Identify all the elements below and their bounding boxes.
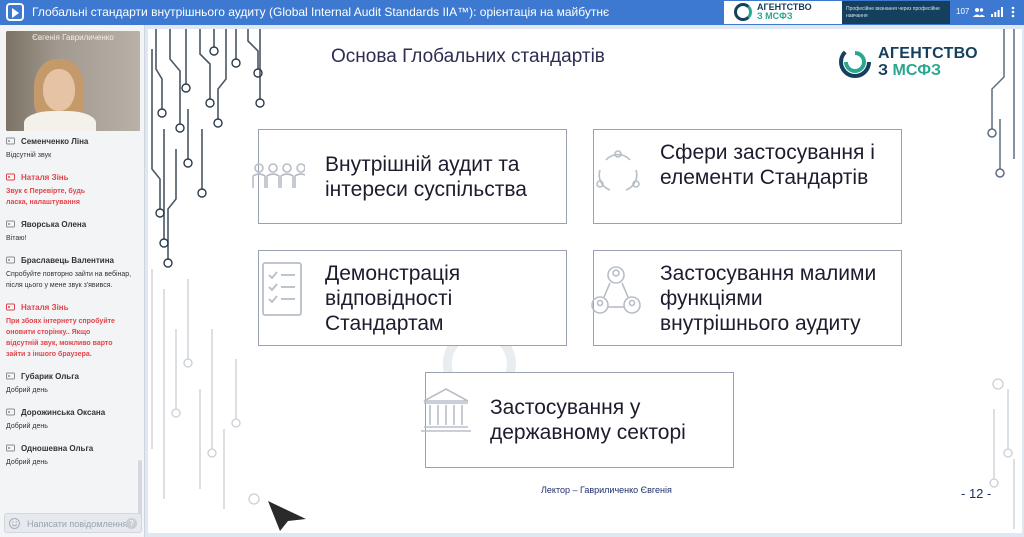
cycle-icon: [596, 150, 640, 191]
agency-logo-icon: [839, 46, 871, 78]
agency-logo-icon: [734, 3, 752, 21]
chat-user-icon: [6, 408, 15, 416]
chat-user-icon: [6, 303, 15, 311]
banner-name: АГЕНТСТВО З МСФЗ: [757, 3, 812, 21]
logo-line2: З МСФЗ: [878, 62, 941, 80]
chat-scrollbar[interactable]: [138, 460, 142, 520]
card-text: Застосування у державному секторі: [490, 396, 686, 444]
chat-message-header: Одношевна Ольга: [6, 444, 136, 453]
emoji-icon[interactable]: [9, 518, 20, 529]
page-number: - 12 -: [961, 486, 992, 501]
speaker-video[interactable]: Євгенія Гавриличенко: [6, 31, 140, 131]
chat-message: Дорожинська Оксана Добрий день: [6, 408, 136, 432]
chat-message-header: Семенченко Ліна: [6, 137, 136, 146]
banner-name-line2: З МСФЗ: [757, 11, 793, 21]
topic-card-small-functions[interactable]: Застосування малими функціями внутрішньо…: [591, 250, 902, 346]
chat-author: Дорожинська Оксана: [21, 408, 106, 417]
webinar-title: Глобальні стандарти внутрішнього аудиту …: [32, 5, 610, 19]
chat-user-icon: [6, 220, 15, 228]
lecturer-caption: Лектор – Гавриличенко Євгенія: [541, 485, 672, 495]
signal-icon[interactable]: [991, 7, 1003, 17]
government-building-icon: [421, 388, 471, 432]
logo-line2-prefix: З: [878, 62, 889, 79]
people-group-icon: [252, 163, 305, 188]
chat-message: Браславець Валентина Спробуйте повторно …: [6, 256, 136, 291]
speaker-name: Євгенія Гавриличенко: [32, 33, 114, 42]
card-text: Демонстрація відповідності Стандартам: [325, 262, 461, 335]
chat-text: Відсутній звук: [6, 152, 52, 159]
chat-author: Яворська Олена: [21, 220, 87, 229]
chat-text: Спробуйте повторно зайти на вебінар, піс…: [6, 271, 132, 289]
more-menu-icon[interactable]: [1008, 6, 1018, 18]
chat-message: Губарик Ольга Добрий день: [6, 372, 136, 396]
banner-tagline: Професійне визнання через професійне нав…: [842, 1, 950, 24]
viewer-count: 107: [956, 7, 970, 16]
chat-message-header: Яворська Олена: [6, 220, 136, 229]
card-text: Внутрішній аудит та інтереси суспільства: [325, 153, 527, 201]
chat-author: Браславець Валентина: [21, 256, 114, 265]
chat-message-header: Губарик Ольга: [6, 372, 136, 381]
banner-name-line1: АГЕНТСТВО: [757, 2, 812, 12]
speaker-face: [43, 69, 75, 111]
chat-text: Вітаю!: [6, 235, 27, 242]
chat-user-icon: [6, 137, 15, 145]
chat-message-header: Дорожинська Оксана: [6, 408, 136, 417]
help-icon[interactable]: ?: [126, 518, 137, 529]
chat-message: Яворська Олена Вітаю!: [6, 220, 136, 244]
chat-user-icon: [6, 372, 15, 380]
chat-message: Семенченко Ліна Відсутній звук: [6, 137, 136, 161]
card-text: Застосування малими функціями внутрішньо…: [660, 262, 877, 335]
logo-line1: АГЕНТСТВО: [878, 45, 978, 62]
checklist-icon: [262, 262, 302, 316]
play-logo-icon: [6, 3, 24, 21]
slide-logo: АГЕНТСТВО З МСФЗ: [838, 43, 988, 83]
chat-user-icon: [6, 173, 15, 181]
team-network-icon: [591, 266, 641, 314]
chat-message-header: Браславець Валентина: [6, 256, 136, 265]
chat-user-icon: [6, 444, 15, 452]
chat-author: Наталя Зінь: [21, 303, 69, 312]
chat-author: Губарик Ольга: [21, 372, 79, 381]
topic-card-public-sector[interactable]: Застосування у державному секторі: [421, 372, 734, 468]
chat-author: Семенченко Ліна: [21, 137, 89, 146]
chat-text: Добрий день: [6, 423, 48, 430]
chat-text: Звук є Перевірте, будь ласка, налаштуван…: [6, 188, 86, 206]
chat-author: Наталя Зінь: [21, 173, 69, 182]
chat-message: Наталя Зінь При збоях інтернету спробуйт…: [6, 303, 136, 360]
chat-message-header: Наталя Зінь: [6, 173, 136, 182]
presentation-slide: Основа Глобальних стандартів АГЕНТСТВО З…: [148, 29, 1022, 533]
chat-text: При збоях інтернету спробуйте оновити ст…: [6, 318, 115, 358]
topic-card-conformance[interactable]: Демонстрація відповідності Стандартам: [258, 250, 567, 346]
slide-title: Основа Глобальних стандартів: [331, 46, 605, 67]
card-text: Сфери застосування і елементи Стандартів: [660, 141, 875, 189]
circuit-decoration: [151, 29, 1015, 529]
chat-message: Наталя Зінь Звук є Перевірте, будь ласка…: [6, 173, 136, 208]
pointer-cursor-icon: [268, 501, 306, 531]
chat-message: Одношевна Ольга Добрий день: [6, 444, 136, 468]
topic-card-public-interest[interactable]: Внутрішній аудит та інтереси суспільства: [252, 129, 567, 224]
chat-input-placeholder: Написати повідомлення: [27, 519, 128, 529]
chat-list[interactable]: Семенченко Ліна Відсутній звук Наталя Зі…: [6, 137, 136, 517]
chat-text: Добрий день: [6, 459, 48, 466]
logo-line2-main: МСФЗ: [892, 62, 942, 79]
topic-card-scope[interactable]: Сфери застосування і елементи Стандартів: [593, 129, 902, 224]
chat-user-icon: [6, 256, 15, 264]
chat-message-header: Наталя Зінь: [6, 303, 136, 312]
title-bar: Глобальні стандарти внутрішнього аудиту …: [0, 0, 1024, 25]
left-panel: Євгенія Гавриличенко Семенченко Ліна Від…: [0, 25, 145, 537]
users-icon[interactable]: [973, 7, 985, 17]
chat-message-input[interactable]: Написати повідомлення ?: [4, 513, 142, 533]
chat-text: Добрий день: [6, 387, 48, 394]
chat-author: Одношевна Ольга: [21, 444, 94, 453]
sponsor-banner[interactable]: АГЕНТСТВО З МСФЗ Професійне визнання чер…: [724, 1, 950, 24]
speaker-body: [24, 111, 96, 131]
